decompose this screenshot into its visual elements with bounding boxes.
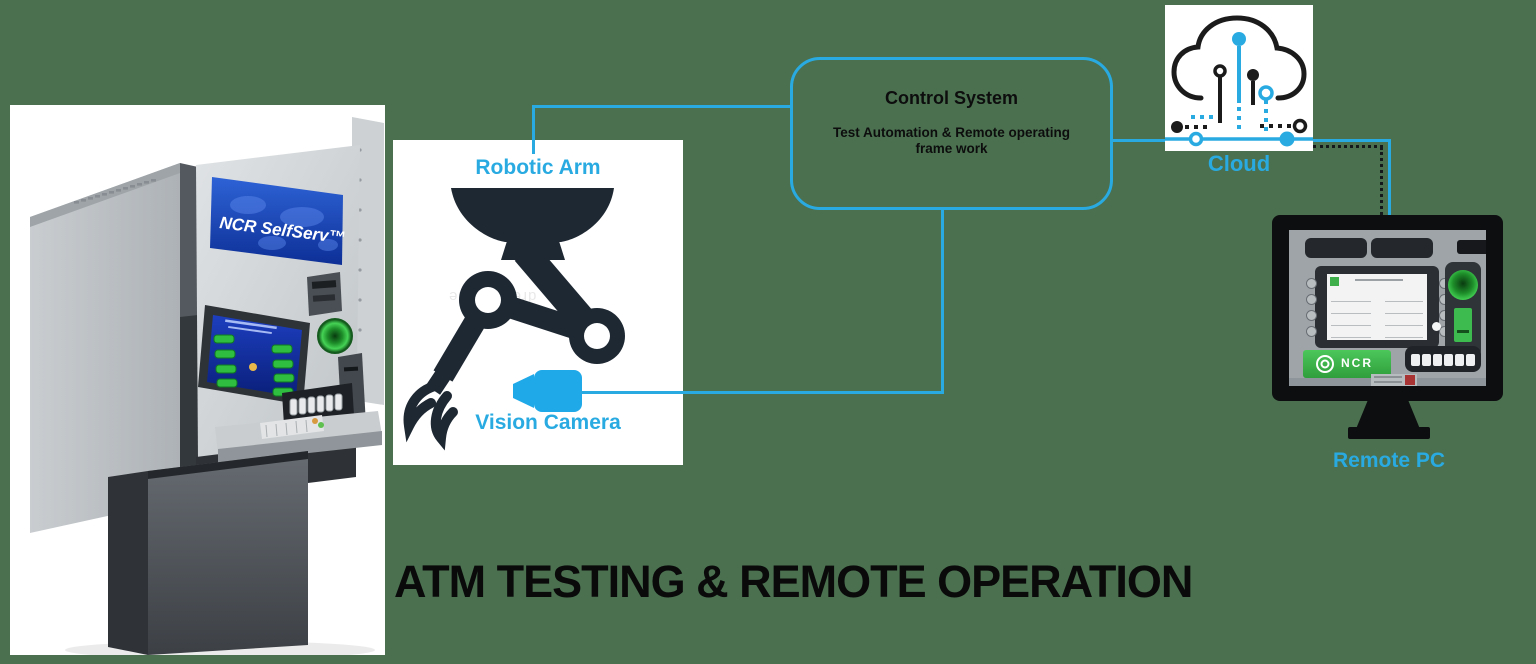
control-system-title: Control System (884, 88, 1019, 108)
remote-pc-screen: NCR (1289, 230, 1486, 386)
pc-atm-ncr-panel: NCR (1303, 350, 1391, 378)
atm-vent-slots (74, 179, 156, 204)
page-title: ATM TESTING & REMOTE OPERATION (394, 556, 1193, 607)
monitor-base (1348, 427, 1430, 439)
connector-control-to-camera-vertical (941, 207, 944, 394)
vision-camera-label: Vision Camera (475, 411, 621, 434)
atm-receipt-printer (307, 272, 342, 316)
connector-control-to-arm-horizontal (532, 105, 790, 108)
cloud-circuit-icon (1165, 15, 1313, 147)
ncr-logo-text: NCR (1341, 356, 1373, 370)
atm-pedestal-side (108, 471, 148, 655)
pc-atm-green-light (1448, 270, 1478, 300)
atm-photo-panel: NCR SelfServ™ (10, 105, 385, 659)
pc-atm-function-keys (1405, 346, 1481, 372)
ncr-logo-icon (1316, 355, 1334, 373)
atm-machine-illustration: NCR SelfServ™ (30, 117, 384, 659)
connector-control-to-camera-horizontal (580, 391, 944, 394)
dotted-link-horizontal (1313, 145, 1383, 148)
robotic-arm-icon (403, 188, 625, 451)
cloud-label: Cloud (1207, 151, 1271, 176)
dotted-link-vertical (1380, 147, 1383, 215)
connector-cloud-to-pc-vertical (1388, 139, 1391, 219)
atm-card-reader-light (317, 318, 353, 354)
robotic-arm-label: Robotic Arm (475, 156, 601, 179)
control-system-box: Control System Test Automation & Remote … (790, 57, 1113, 210)
pc-atm-screen-bezel (1315, 266, 1439, 348)
atm-keypad (260, 415, 324, 439)
atm-wall-frame (352, 117, 384, 405)
monitor-stand (1356, 401, 1420, 429)
connector-control-to-arm-vertical (532, 105, 535, 154)
remote-pc-label: Remote PC (1332, 449, 1446, 472)
cloud-panel (1165, 5, 1313, 151)
atm-brand-panel (210, 177, 343, 265)
robotic-station-panel: Robotic Arm dreamstime Vision Camera (393, 140, 683, 465)
connector-cloud-to-pc-horizontal (1313, 139, 1391, 142)
pc-atm-speaker-bar (1305, 238, 1367, 258)
pc-atm-reader-column (1445, 262, 1481, 358)
atm-screen-buttons (213, 334, 295, 397)
pc-atm-card-slot (1454, 308, 1472, 342)
control-system-subtitle: Test Automation & Remote operating frame… (832, 125, 1070, 156)
atm-rear-cabinet (30, 163, 180, 533)
pc-atm-pinpad (1371, 374, 1417, 386)
desktop-monitor-icon: NCR (1272, 215, 1503, 401)
pc-atm-speaker-bar (1371, 238, 1433, 258)
pc-atm-screen-ui (1327, 274, 1427, 340)
atm-pedestal (148, 451, 308, 655)
connector-control-to-cloud (1110, 139, 1165, 142)
video-camera-icon (513, 370, 582, 412)
pc-atm-receipt-slot (1457, 240, 1486, 254)
